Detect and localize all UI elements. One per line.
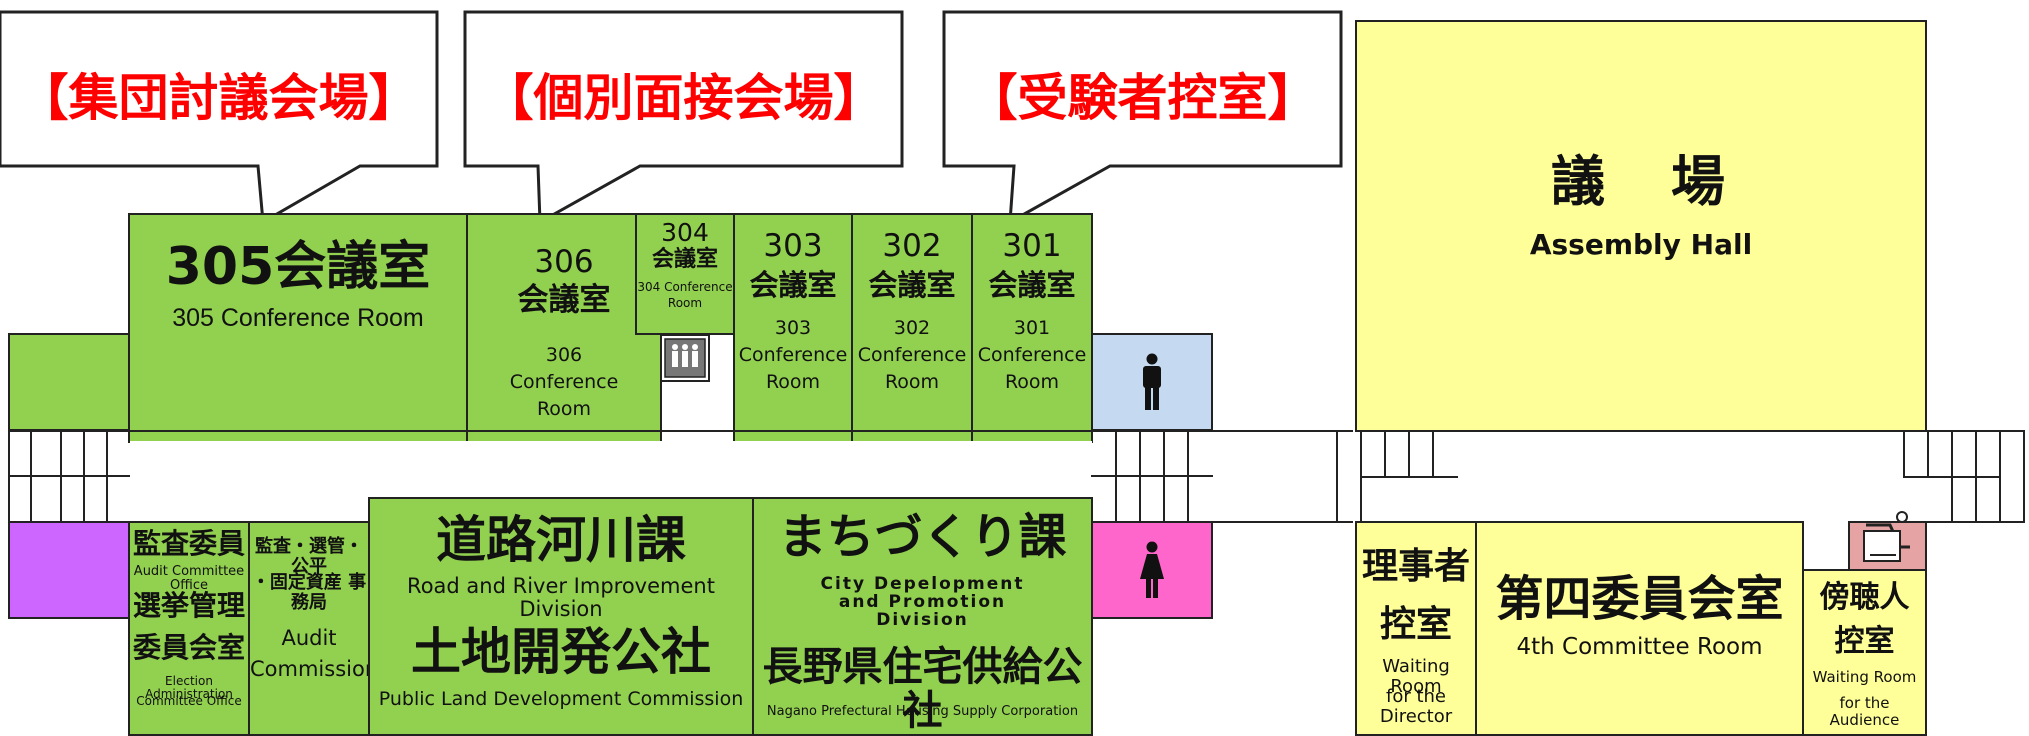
wheelchair-icon [1863, 511, 1910, 562]
room-306[interactable]: 306 会議室 306 Conference Room [466, 213, 662, 443]
room-303[interactable]: 303 会議室 303 Conference Room [733, 213, 853, 443]
audience-waiting-jp-1: 傍聴人 [1819, 580, 1910, 615]
room-302-jp: 会議室 [868, 268, 956, 302]
corridor-right-edge [2023, 430, 2025, 523]
room-304-en-1: 304 Conference [637, 280, 733, 294]
room-302[interactable]: 302 会議室 302 Conference Room [851, 213, 973, 443]
callout-individual-interview: 【個別面接会場】 [465, 58, 902, 128]
room-306-jp: 会議室 [517, 282, 611, 318]
audit-office-en-1: Audit Committee Office [133, 564, 245, 594]
audit-commission-en-1: Audit [281, 626, 337, 650]
audience-waiting-en-1: Waiting Room [1812, 668, 1917, 686]
elevator [660, 334, 710, 382]
assembly-hall[interactable]: 議 場 Assembly Hall [1355, 20, 1927, 432]
city-dev-en-1: City Depelopment [820, 574, 1025, 594]
committee4-en: 4th Committee Room [1516, 634, 1763, 660]
audit-commission-jp-2: ・固定資産 事務局 [251, 572, 367, 613]
road-river-jp: 道路河川課 [436, 511, 686, 569]
room-road-river-division[interactable]: 道路河川課 Road and River Improvement Divisio… [368, 497, 754, 736]
director-waiting-en-1: Waiting Room [1382, 656, 1450, 697]
room-303-en-2: Conference [738, 344, 848, 366]
side-room-top-left [8, 333, 130, 431]
female-restroom-icon [1140, 541, 1164, 598]
womens-restroom[interactable] [1091, 521, 1213, 619]
housing-en: Nagano Prefectural Housing Supply Corpor… [766, 704, 1079, 719]
stairs-right [1903, 430, 2025, 523]
room-304-jp: 会議室 [651, 247, 718, 272]
audit-office-en-2: Election Administration [145, 674, 233, 702]
room-302-en-2: Conference [857, 344, 967, 366]
room-305[interactable]: 305会議室 305 Conference Room [128, 213, 468, 443]
room-city-development[interactable]: まちづくり課 City Depelopment and Promotion Di… [752, 497, 1093, 736]
room-301-number: 301 [1002, 228, 1062, 264]
room-director-waiting[interactable]: 理事者 控室 Waiting Room for the Director [1355, 521, 1477, 736]
room-303-number: 303 [763, 228, 823, 264]
land-dev-jp: 土地開発公社 [411, 623, 711, 681]
corridor-top-edge [8, 430, 1353, 432]
room-302-number: 302 [882, 228, 942, 264]
side-room-bottom-left [8, 521, 130, 619]
director-waiting-jp-2: 控室 [1379, 604, 1452, 645]
assembly-hall-jp: 議 場 [1551, 150, 1731, 213]
room-301[interactable]: 301 会議室 301 Conference Room [971, 213, 1093, 443]
city-dev-en-2: and Promotion [838, 592, 1007, 612]
audit-office-jp-3: 委員会室 [132, 631, 245, 664]
room-306-en-2: Conference [509, 371, 619, 393]
committee4-jp: 第四委員会室 [1495, 571, 1784, 627]
audience-waiting-en-2: for the Audience [1829, 694, 1900, 729]
callout-bubble-waiting-room [942, 10, 1343, 225]
room-301-en-2: Conference [977, 344, 1087, 366]
director-waiting-en-2: for the Director [1379, 686, 1453, 727]
room-303-jp: 会議室 [749, 268, 837, 302]
room-302-en-3: Room [884, 371, 940, 393]
room-302-en-1: 302 [893, 317, 931, 339]
callout-label: 【個別面接会場】 [483, 69, 884, 127]
stairs-middle [1091, 430, 1213, 523]
housing-jp: 長野県住宅供給公社 [762, 644, 1083, 734]
city-dev-en-3: Division [876, 610, 969, 630]
city-dev-jp: まちづくり課 [778, 509, 1067, 565]
mens-restroom[interactable] [1091, 333, 1213, 431]
room-305-en: 305 Conference Room [172, 304, 424, 332]
room-4th-committee[interactable]: 第四委員会室 4th Committee Room [1475, 521, 1804, 736]
assembly-hall-en: Assembly Hall [1529, 228, 1753, 261]
room-304-en-2: Room [667, 296, 703, 310]
elevator-icon [664, 338, 706, 378]
room-audit-commission[interactable]: 監査・選管・公平 ・固定資産 事務局 Audit Commission [248, 521, 379, 736]
audit-office-jp-2: 選挙管理 [132, 589, 245, 622]
room-audience-waiting[interactable]: 傍聴人 控室 Waiting Room for the Audience [1802, 569, 1927, 736]
room-304[interactable]: 304 会議室 304 Conference Room [635, 213, 735, 335]
road-river-en: Road and River Improvement Division [407, 574, 715, 622]
callout-label: 【受験者控室】 [967, 69, 1318, 127]
audit-office-en-3: Committee Office [136, 694, 242, 708]
stairs-left [8, 430, 130, 523]
room-301-en-3: Room [1004, 371, 1060, 393]
callout-bubble-group-discussion [0, 10, 439, 225]
room-306-en-3: Room [536, 398, 592, 420]
room-303-en-3: Room [765, 371, 821, 393]
stairs-hall-left [1336, 430, 1458, 523]
accessible-restroom[interactable] [1848, 511, 1927, 571]
room-305-jp: 305会議室 [165, 237, 431, 297]
corridor [130, 441, 1092, 499]
callout-bubble-individual-interview [463, 10, 904, 225]
room-303-en-1: 303 [774, 317, 812, 339]
room-304-number: 304 [661, 218, 709, 247]
room-306-en-1: 306 [545, 344, 583, 366]
audit-commission-en-2: Commission [250, 657, 379, 681]
land-dev-en: Public Land Development Commission [378, 688, 744, 710]
director-waiting-jp-1: 理事者 [1361, 546, 1470, 587]
room-306-number: 306 [534, 244, 594, 280]
audit-commission-jp-1: 監査・選管・公平 [255, 536, 363, 577]
audience-waiting-jp-2: 控室 [1834, 624, 1895, 659]
callout-group-discussion: 【集団討議会場】 [0, 58, 437, 128]
callout-label: 【集団討議会場】 [18, 69, 419, 127]
male-restroom-icon [1143, 353, 1161, 410]
callout-waiting-room: 【受験者控室】 [944, 58, 1341, 128]
room-301-jp: 会議室 [988, 268, 1076, 302]
audit-office-jp-1: 監査委員 [132, 527, 245, 560]
room-audit-committee-office[interactable]: 監査委員 Audit Committee Office 選挙管理 委員会室 El… [128, 521, 250, 736]
room-301-en-1: 301 [1013, 317, 1051, 339]
